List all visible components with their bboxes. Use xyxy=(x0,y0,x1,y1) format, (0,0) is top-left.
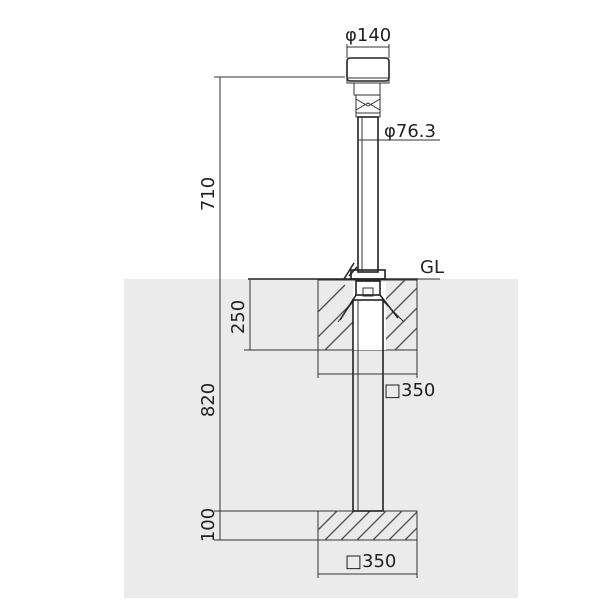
ground-level-label: GL xyxy=(420,257,444,278)
dim-cap-diameter: φ140 xyxy=(345,25,391,46)
dim-base-thickness: 100 xyxy=(198,508,219,542)
dim-footing-width: □350 xyxy=(384,380,435,401)
post-shaft xyxy=(357,116,379,273)
bollard-post xyxy=(343,57,390,280)
dim-footing-depth: 250 xyxy=(228,300,249,334)
ground-area xyxy=(124,279,518,598)
ground-sleeve xyxy=(337,280,405,512)
dim-base-width: □350 xyxy=(345,551,396,572)
dim-pipe-diameter: φ76.3 xyxy=(384,121,436,142)
dim-height-above: 710 xyxy=(198,177,219,211)
dim-embed-depth: 820 xyxy=(198,383,219,417)
post-cap xyxy=(346,57,390,82)
